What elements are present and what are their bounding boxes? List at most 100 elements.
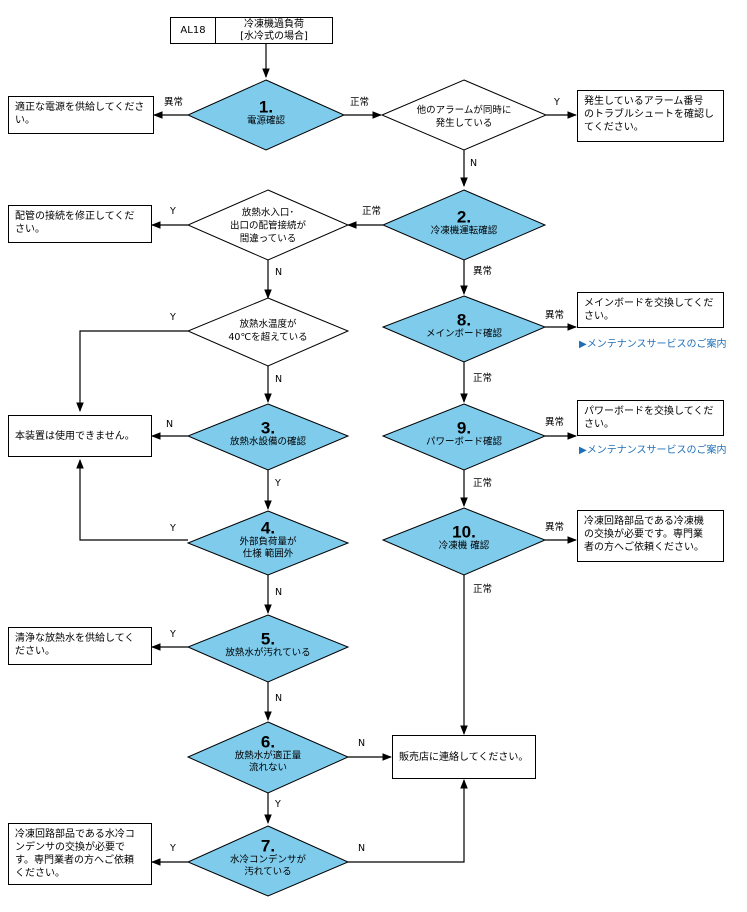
step-9: 9. パワーボード確認	[426, 420, 502, 449]
edge-label-s8-abnormal: 異常	[545, 310, 565, 321]
edge-label-s4-no: N	[275, 587, 283, 598]
result-alarm-line3: てください。	[584, 122, 644, 133]
step-1-label: 電源確認	[246, 115, 286, 127]
step-4-number: 4.	[260, 518, 276, 538]
edge-label-pipe-yes: Y	[170, 206, 176, 217]
edge-label-s5-yes: Y	[170, 629, 176, 640]
alarm-code: AL18	[170, 17, 216, 44]
edge-label-alarm-no: N	[470, 158, 478, 169]
step-3-number: 3.	[260, 418, 276, 438]
step-6: 6. 放熱水が適正量 流れない	[235, 734, 302, 775]
step-8: 8. メインボード確認	[426, 312, 502, 341]
edge-label-s5-no: N	[275, 693, 283, 704]
edge-label-temp-yes: Y	[170, 312, 176, 323]
step-6-label-line2: 流れない	[248, 762, 288, 774]
step-7-diamond	[186, 825, 350, 897]
result-check-alarm: 発生しているアラーム番号 のトラブルシュートを確認し てください。	[577, 90, 724, 142]
question-pipe-line2: 出口の配管接続が	[229, 220, 307, 232]
result-alarm-line2: のトラブルシュートを確認し	[584, 109, 714, 120]
step-4-diamond	[186, 510, 350, 576]
result-compressor-line3: 者の方へご依頼ください。	[584, 542, 704, 553]
edge-label-s2-normal: 正常	[362, 206, 382, 217]
edge-label-s4-yes: Y	[170, 523, 176, 534]
step-1-diamond	[186, 79, 346, 151]
step-5-number: 5.	[260, 629, 276, 649]
result-unusable: 本装置は使用できません。	[8, 415, 152, 457]
maintenance-link-2[interactable]: ▶メンテナンスサービスのご案内	[579, 441, 727, 456]
edge-label-s6-no: N	[358, 738, 366, 749]
step-5: 5. 放熱水が汚れている	[225, 631, 310, 660]
step-7-label-line1: 水冷コンデンサが	[229, 854, 307, 866]
edge-label-s1-abnormal: 異常	[164, 97, 184, 108]
result-condenser-line3: す。専門業者の方へご依頼	[15, 855, 134, 866]
edge-label-s6-yes: Y	[275, 799, 281, 810]
maintenance-link-1-text: メンテナンスサービスのご案内	[586, 339, 727, 350]
result-replace-powerboard: パワーボードを交換してくだ さい。	[577, 400, 724, 436]
step-7-label-line2: 汚れている	[244, 866, 292, 878]
result-replace-compressor: 冷凍回路部品である冷凍機 の交換が必要です。専門業 者の方へご依頼ください。	[577, 510, 724, 562]
question-temp-line2: 40℃を超えている	[228, 332, 308, 343]
question-pipe-diamond	[186, 189, 350, 261]
step-2: 2. 冷凍機運転確認	[431, 209, 498, 238]
edge-temp-unusable	[76, 330, 188, 412]
edge-s4-unusable	[76, 459, 188, 541]
edge-label-s9-abnormal: 異常	[545, 417, 565, 428]
result-alarm-line1: 発生しているアラーム番号	[584, 96, 704, 107]
step-6-label-line1: 放熱水が適正量	[234, 750, 302, 762]
step-2-label: 冷凍機運転確認	[430, 225, 498, 237]
result-mainboard-line2: さい。	[584, 311, 614, 322]
edge-label-alarm-yes: Y	[554, 97, 560, 108]
result-powerboard-line2: さい。	[584, 419, 614, 430]
step-4: 4. 外部負荷量が 仕様 範囲外	[239, 520, 296, 561]
result-pipe-line2: さい。	[15, 224, 45, 235]
step-3-diamond	[186, 403, 350, 471]
result-compressor-line1: 冷凍回路部品である冷凍機	[584, 516, 704, 527]
step-3-label: 放熱水設備の確認	[229, 436, 307, 448]
step-4-label-line1: 外部負荷量が	[239, 536, 297, 548]
edge-s7-dealer	[348, 779, 468, 863]
step-6-diamond	[186, 721, 350, 794]
edge-label-s9-normal: 正常	[473, 478, 493, 489]
play-triangle-icon: ▶	[579, 445, 587, 456]
result-replace-condenser: 冷凍回路部品である水冷コ ンデンサの交換が必要で す。専門業者の方へご依頼 くだ…	[8, 823, 152, 885]
maintenance-link-1[interactable]: ▶メンテナンスサービスのご案内	[579, 335, 727, 350]
question-alarm-line1: 他のアラームが同時に	[416, 105, 512, 116]
maintenance-link-2-text: メンテナンスサービスのご案内	[586, 445, 727, 456]
question-temp-line1: 放熱水温度が	[239, 319, 297, 330]
step-10-label: 冷凍機 確認	[438, 540, 490, 552]
edge-label-s10-normal: 正常	[473, 584, 493, 595]
step-9-label: パワーボード確認	[425, 436, 503, 448]
step-4-label-line2: 仕様 範囲外	[242, 548, 294, 560]
step-9-number: 9.	[456, 418, 472, 438]
step-5-diamond	[186, 614, 350, 683]
alarm-title-line1: 冷凍機過負荷	[244, 18, 304, 30]
question-alarm: 他のアラームが同時に 発生している	[417, 104, 512, 130]
result-mainboard-line1: メインボードを交換してくだ	[584, 298, 714, 309]
alarm-title: 冷凍機過負荷 [水冷式の場合]	[215, 17, 333, 44]
result-powerboard-line1: パワーボードを交換してくだ	[584, 406, 714, 417]
step-2-diamond	[381, 189, 547, 261]
edge-label-s2-abnormal: 異常	[473, 266, 493, 277]
edge-label-s7-yes: Y	[170, 843, 176, 854]
result-cleanwater-line1: 清浄な放熱水を供給してく	[15, 633, 135, 644]
result-condenser-line1: 冷凍回路部品である水冷コ	[15, 829, 135, 840]
question-temp: 放熱水温度が 40℃を超えている	[228, 318, 307, 344]
result-pipe-line1: 配管の接続を修正してくだ	[15, 211, 135, 222]
edge-label-s10-abnormal: 異常	[545, 522, 565, 533]
step-1: 1. 電源確認	[247, 99, 285, 128]
step-10-number: 10.	[452, 522, 476, 542]
edge-label-s8-normal: 正常	[473, 373, 493, 384]
step-8-diamond	[381, 295, 547, 363]
question-pipe-line3: 間違っている	[239, 233, 297, 245]
edge-label-s7-no: N	[358, 843, 366, 854]
step-1-number: 1.	[258, 97, 274, 117]
result-clean-water: 清浄な放熱水を供給してく ださい。	[8, 627, 152, 665]
result-fix-piping: 配管の接続を修正してくだ さい。	[8, 205, 152, 243]
result-dealer-line1: 販売店に連絡してください。	[399, 751, 529, 763]
question-alarm-diamond	[380, 79, 548, 151]
step-10: 10. 冷凍機 確認	[439, 524, 490, 553]
step-8-number: 8.	[456, 310, 472, 330]
result-compressor-line2: の交換が必要です。専門業	[584, 529, 703, 540]
question-alarm-line2: 発生している	[435, 118, 493, 129]
